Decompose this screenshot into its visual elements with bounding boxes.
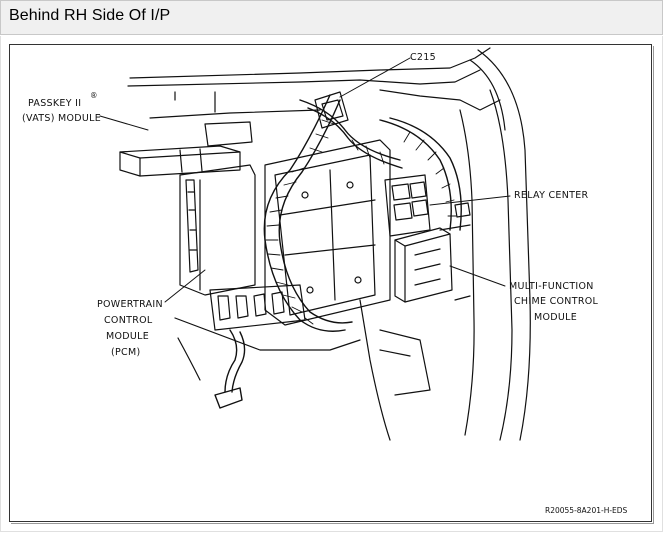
harness-texture	[265, 119, 457, 325]
figure-id: R20055-8A201-H-EDS	[545, 506, 628, 515]
label-chime-line2: CHIME CONTROL	[514, 296, 598, 307]
label-c215: C215	[410, 52, 436, 63]
chime-module-drawing	[394, 227, 453, 303]
label-relay-center: RELAY CENTER	[514, 190, 589, 201]
callout-labels: C215 PASSKEY II ® (VATS) MODULE RELAY CE…	[22, 52, 628, 515]
label-pcm-line1: POWERTRAIN	[97, 299, 163, 310]
header-bar: Behind RH Side Of I/P	[0, 0, 663, 35]
diagram-panel	[9, 44, 652, 522]
c215-connector-drawing	[314, 91, 349, 129]
label-pcm-line4: (PCM)	[111, 347, 140, 358]
label-passkey-line1: PASSKEY II	[28, 98, 81, 109]
label-chime-line3: MODULE	[534, 312, 577, 323]
a-pillar-structure	[439, 49, 531, 441]
label-passkey-line2: (VATS) MODULE	[22, 113, 101, 124]
page-title: Behind RH Side Of I/P	[9, 7, 171, 24]
dash-panel-top	[127, 47, 506, 131]
pcm-drawing	[179, 164, 306, 331]
leader-lines	[99, 57, 511, 303]
label-pcm-line3: MODULE	[106, 331, 149, 342]
lower-kick-panel	[174, 299, 431, 441]
label-chime-line1: MULTI-FUNCTION	[509, 281, 594, 292]
passkey-module-drawing	[119, 121, 253, 177]
center-bracket	[264, 139, 391, 326]
page-frame	[0, 36, 663, 532]
label-pcm-line2: CONTROL	[104, 315, 153, 326]
diagram-panel-shadow	[11, 46, 654, 524]
label-passkey-registered: ®	[90, 91, 98, 100]
relay-center-drawing	[384, 174, 431, 237]
